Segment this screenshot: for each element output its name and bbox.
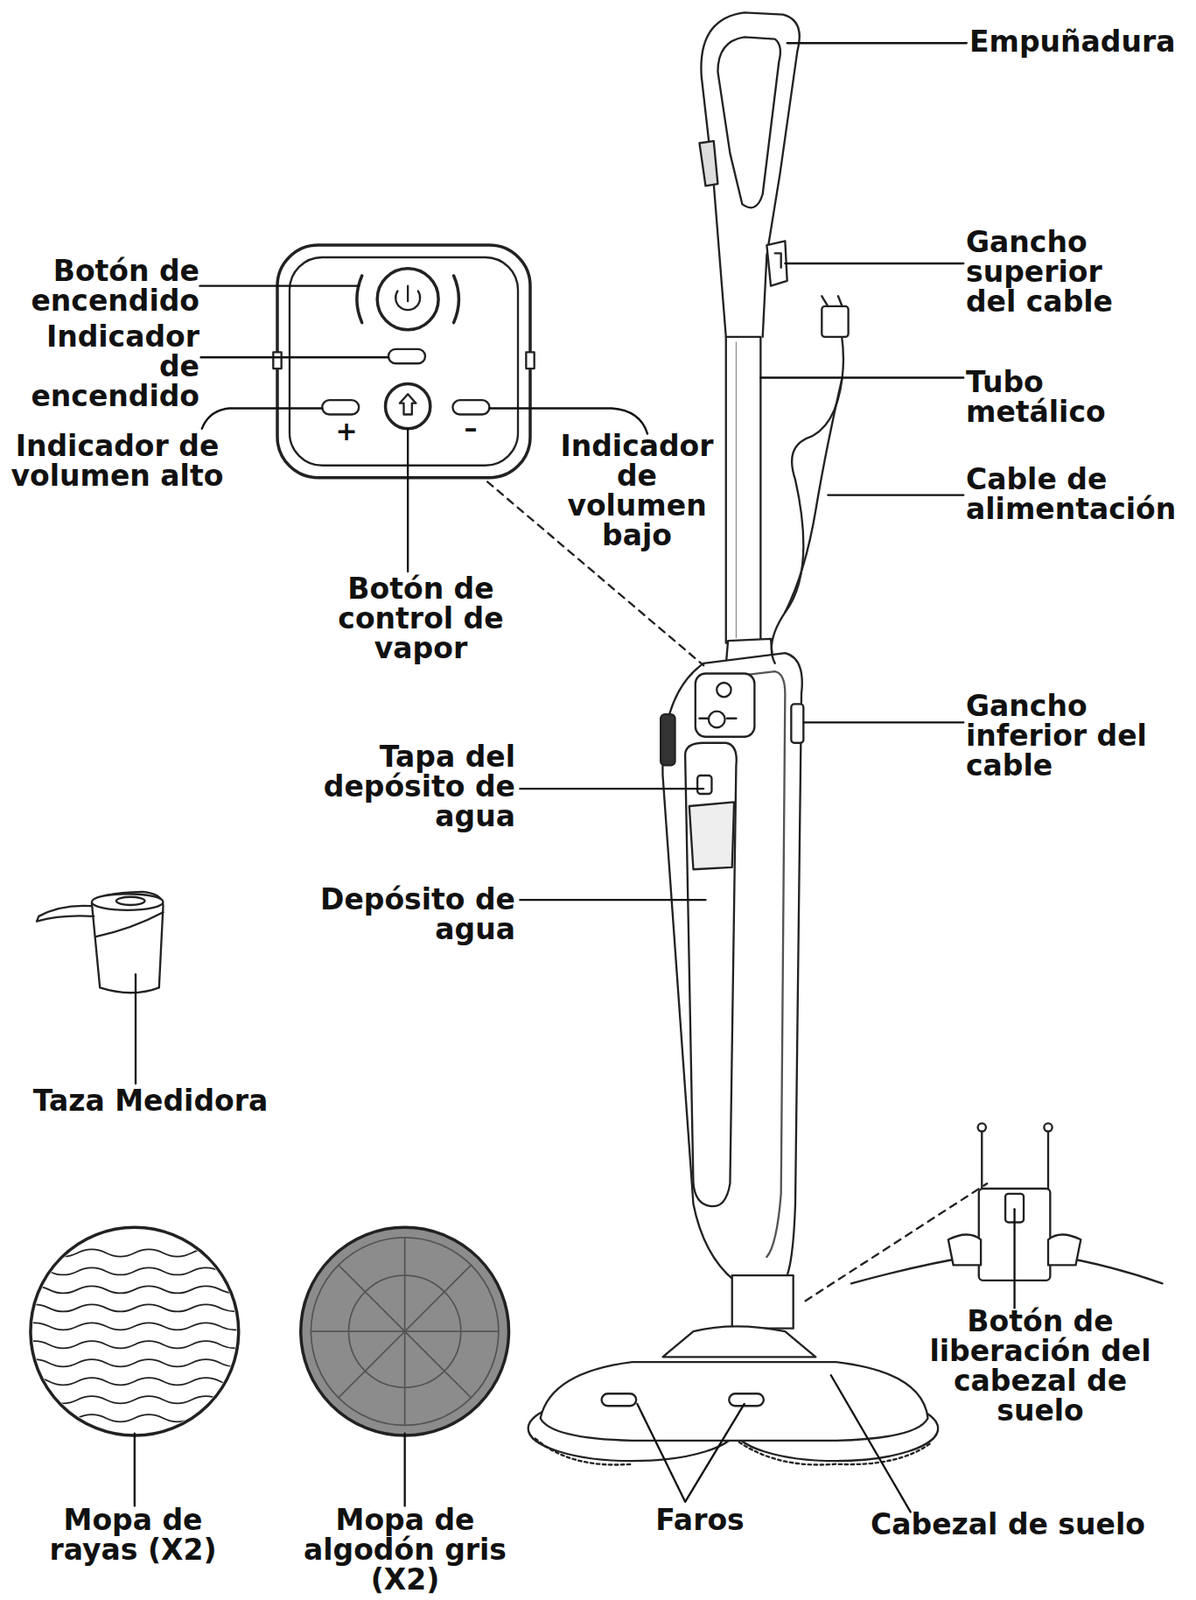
part-label: Botón de encendido <box>15 256 200 316</box>
part-label: Cable de alimentación <box>965 464 1196 525</box>
volume-symbol: – <box>457 414 484 441</box>
part-label: Botón de liberación del cabezal de suelo <box>922 1306 1159 1426</box>
volume-symbol: + <box>333 418 360 445</box>
part-label: Mopa de algodón gris (X2) <box>295 1504 515 1595</box>
part-label: Gancho inferior del cable <box>965 691 1161 781</box>
part-label: Indicador de volumen alto <box>3 431 231 491</box>
part-label: Botón de control de vapor <box>328 573 513 664</box>
part-label: Mopa de rayas (X2) <box>27 1504 238 1565</box>
part-label: Empuñadura <box>969 27 1193 57</box>
part-label: Cabezal de suelo <box>863 1509 1153 1539</box>
part-label: Tubo metálico <box>965 367 1141 427</box>
part-label: Faros <box>612 1504 788 1535</box>
part-label: Indicador de volumen bajo <box>553 431 721 551</box>
part-label: Taza Medidora <box>19 1085 282 1116</box>
part-label: Tapa del depósito de agua <box>314 741 516 832</box>
part-label: Indicador de encendido <box>15 321 200 412</box>
part-label: Gancho superior del cable <box>965 227 1141 317</box>
part-label: Depósito de agua <box>314 884 516 945</box>
